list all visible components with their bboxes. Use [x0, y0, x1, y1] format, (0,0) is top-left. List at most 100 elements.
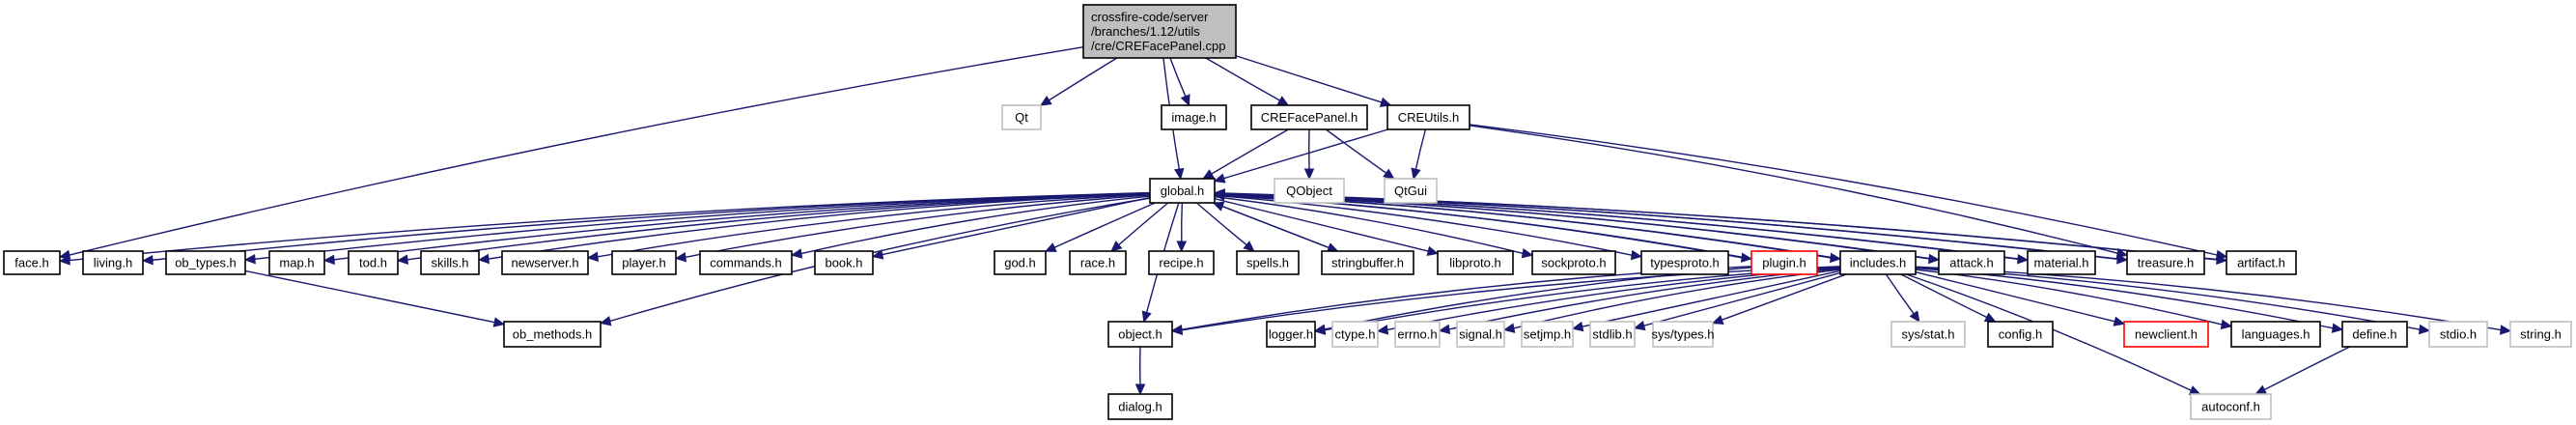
edge-global-h-to-map-h: [322, 192, 1151, 266]
node-race-h[interactable]: race.h: [1069, 250, 1127, 275]
node-box: [82, 250, 144, 275]
node-treasure-h[interactable]: treasure.h: [2126, 250, 2205, 275]
node-label: dialog.h: [1118, 400, 1162, 414]
node-label: recipe.h: [1159, 256, 1203, 270]
node-label: attack.h: [1949, 256, 1994, 270]
node-label: sys/stat.h: [1902, 327, 1955, 342]
node-box: [1274, 178, 1345, 204]
node-errno-h[interactable]: errno.h: [1394, 321, 1441, 348]
node-box: [814, 250, 874, 275]
arrowhead-icon: [1426, 245, 1440, 257]
node-material-h[interactable]: material.h: [2027, 250, 2096, 275]
node-sockproto-h[interactable]: sockproto.h: [1531, 250, 1616, 275]
node-attack-h[interactable]: attack.h: [1938, 250, 2005, 275]
node-signal-h[interactable]: signal.h: [1456, 321, 1505, 348]
edge-line: [1118, 202, 1169, 246]
edge-includes-h-to-sys-stat-h: [1885, 273, 1920, 323]
node-qt[interactable]: Qt: [1001, 104, 1042, 130]
node-face-h[interactable]: face.h: [3, 250, 61, 275]
edge-creutils-h-to-qtgui: [1411, 128, 1427, 181]
arrowhead-icon: [1521, 248, 1534, 259]
node-crefacepanel-h[interactable]: CREFacePanel.h: [1250, 104, 1368, 130]
arrowhead-icon: [2331, 323, 2344, 333]
node-box: [1331, 321, 1379, 348]
node-box: [611, 250, 677, 275]
node-box: [268, 250, 325, 275]
node-player-h[interactable]: player.h: [611, 250, 677, 275]
arrowhead-icon: [322, 254, 335, 266]
node-spells-h[interactable]: spells.h: [1236, 250, 1300, 275]
node-libproto-h[interactable]: libproto.h: [1437, 250, 1514, 275]
edge-line: [1915, 269, 2223, 326]
node-root[interactable]: crossfire-code/server/branches/1.12/util…: [1082, 4, 1237, 59]
node-global-h[interactable]: global.h: [1149, 178, 1216, 204]
node-box: [2027, 250, 2096, 275]
node-label: stdlib.h: [1592, 327, 1632, 342]
edge-line: [488, 193, 1151, 260]
node-qobject[interactable]: QObject: [1274, 178, 1345, 204]
node-stringbuffer-h[interactable]: stringbuffer.h: [1321, 250, 1414, 275]
node-logger-h[interactable]: logger.h: [1266, 321, 1316, 348]
node-label: string.h: [2520, 327, 2562, 342]
edge-global-h-to-skills-h: [477, 193, 1151, 265]
node-string-h[interactable]: string.h: [2509, 321, 2572, 348]
node-qtgui[interactable]: QtGui: [1384, 178, 1438, 204]
node-stdio-h[interactable]: stdio.h: [2428, 321, 2488, 348]
node-label: QtGui: [1394, 184, 1427, 198]
arrowhead-icon: [1243, 241, 1255, 252]
node-label: image.h: [1171, 110, 1216, 125]
edge-global-h-to-spells-h: [1195, 202, 1255, 252]
node-living-h[interactable]: living.h: [82, 250, 144, 275]
node-skills-h[interactable]: skills.h: [420, 250, 480, 275]
node-tod-h[interactable]: tod.h: [348, 250, 399, 275]
edge-line: [1722, 273, 1847, 321]
edge-line: [1235, 55, 1383, 103]
node-config-h[interactable]: config.h: [1987, 321, 2054, 348]
node-sys-types-h[interactable]: sys/types.h: [1651, 321, 1715, 348]
node-label: CREUtils.h: [1398, 110, 1460, 125]
node-box: [1394, 321, 1441, 348]
node-object-h[interactable]: object.h: [1107, 321, 1173, 348]
node-image-h[interactable]: image.h: [1161, 104, 1227, 130]
edge-line: [1900, 273, 1987, 319]
node-label: ob_types.h: [175, 256, 237, 270]
edge-global-h-to-sockproto-h: [1214, 195, 1534, 259]
edge-line: [1221, 205, 1338, 252]
node-stdlib-h[interactable]: stdlib.h: [1589, 321, 1636, 348]
node-ob-types-h[interactable]: ob_types.h: [165, 250, 246, 275]
node-label: player.h: [622, 256, 666, 270]
node-newclient-h[interactable]: newclient.h: [2123, 321, 2209, 348]
node-box: [501, 250, 589, 275]
node-recipe-h[interactable]: recipe.h: [1148, 250, 1215, 275]
node-box: [2190, 393, 2272, 420]
edge-line: [1223, 128, 1388, 180]
node-sys-stat-h[interactable]: sys/stat.h: [1890, 321, 1966, 348]
edge-global-h-to-god-h: [1044, 202, 1156, 252]
edge-line: [1211, 128, 1289, 175]
node-book-h[interactable]: book.h: [814, 250, 874, 275]
node-define-h[interactable]: define.h: [2341, 321, 2408, 348]
node-label: /cre/CREFacePanel.cpp: [1091, 39, 1225, 53]
arrowhead-icon: [1174, 167, 1185, 181]
edge-global-h-to-typesproto-h: [1214, 194, 1643, 261]
node-map-h[interactable]: map.h: [268, 250, 325, 275]
node-commands-h[interactable]: commands.h: [699, 250, 793, 275]
node-artifact-h[interactable]: artifact.h: [2226, 250, 2297, 275]
node-autoconf-h[interactable]: autoconf.h: [2190, 393, 2272, 420]
edge-includes-h-to-setjmp-h: [1571, 269, 1841, 332]
arrowhead-icon: [396, 254, 408, 266]
node-newserver-h[interactable]: newserver.h: [501, 250, 589, 275]
node-plugin-h[interactable]: plugin.h: [1750, 250, 1818, 275]
edge-global-h-to-libproto-h: [1214, 198, 1440, 257]
node-includes-h[interactable]: includes.h: [1839, 250, 1917, 275]
node-ob-methods-h[interactable]: ob_methods.h: [503, 321, 602, 348]
node-box: [2126, 250, 2205, 275]
node-ctype-h[interactable]: ctype.h: [1331, 321, 1379, 348]
edge-line: [1915, 270, 2115, 323]
node-setjmp-h[interactable]: setjmp.h: [1521, 321, 1574, 348]
node-languages-h[interactable]: languages.h: [2230, 321, 2321, 348]
node-god-h[interactable]: god.h: [994, 250, 1047, 275]
node-typesproto-h[interactable]: typesproto.h: [1640, 250, 1729, 275]
node-dialog-h[interactable]: dialog.h: [1107, 393, 1173, 420]
node-creutils-h[interactable]: CREUtils.h: [1386, 104, 1470, 130]
